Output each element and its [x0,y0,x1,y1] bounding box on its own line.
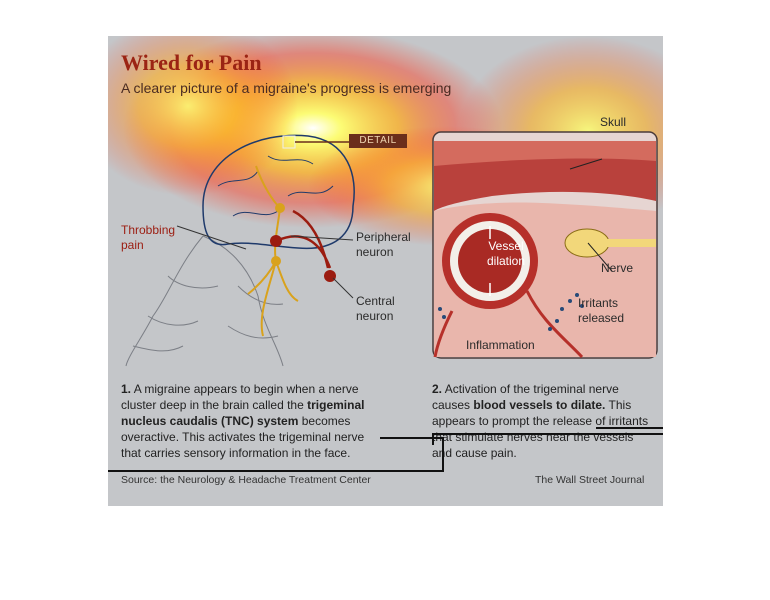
source-note: Source: the Neurology & Headache Treatme… [121,474,371,486]
label-nerve: Nerve [601,261,634,275]
annotation-line [380,437,444,439]
caption-step-2-number: 2. [432,382,443,396]
label-vessel-dilation: Vessel dilation [486,239,526,268]
caption-step-2-text-a: Activation of the trigeminal nerve cause… [432,382,619,412]
caption-step-2-bold: blood vessels to dilate. [473,398,606,412]
head-brain-illustration [125,134,355,367]
caption-step-1-text-b: becomes overactive. This activates the t… [121,414,365,460]
caption-step-1-text-a: A migraine appears to begin when a nerve… [121,382,359,412]
annotation-line [596,427,663,429]
infographic-panel: Wired for Pain A clearer picture of a mi… [108,36,663,506]
label-irritants-released: Irritants released [578,296,625,325]
annotation-line [432,433,663,435]
label-central-neuron: Central neuron [356,294,395,323]
label-throbbing-pain: Throbbing pain [121,223,176,252]
label-inflammation: Inflammation [466,338,535,352]
annotation-line [432,433,434,445]
label-peripheral-neuron: Peripheral neuron [356,230,411,259]
label-skull: Skull [600,115,627,129]
annotation-line [442,438,444,472]
page-subtitle: A clearer picture of a migraine's progre… [121,80,452,96]
caption-step-1-number: 1. [121,382,132,396]
caption-step-2: 2. Activation of the trigeminal nerve ca… [432,381,650,461]
caption-step-1-bold: trigeminal nucleus caudalis (TNC) system [121,398,365,428]
publisher-credit: The Wall Street Journal [535,474,645,486]
page-title: Wired for Pain [121,50,262,75]
annotation-line [108,470,444,472]
vessel-detail-inset [432,131,658,359]
detail-tag: DETAIL [349,134,407,148]
caption-step-1: 1. A migraine appears to begin when a ne… [121,381,386,461]
